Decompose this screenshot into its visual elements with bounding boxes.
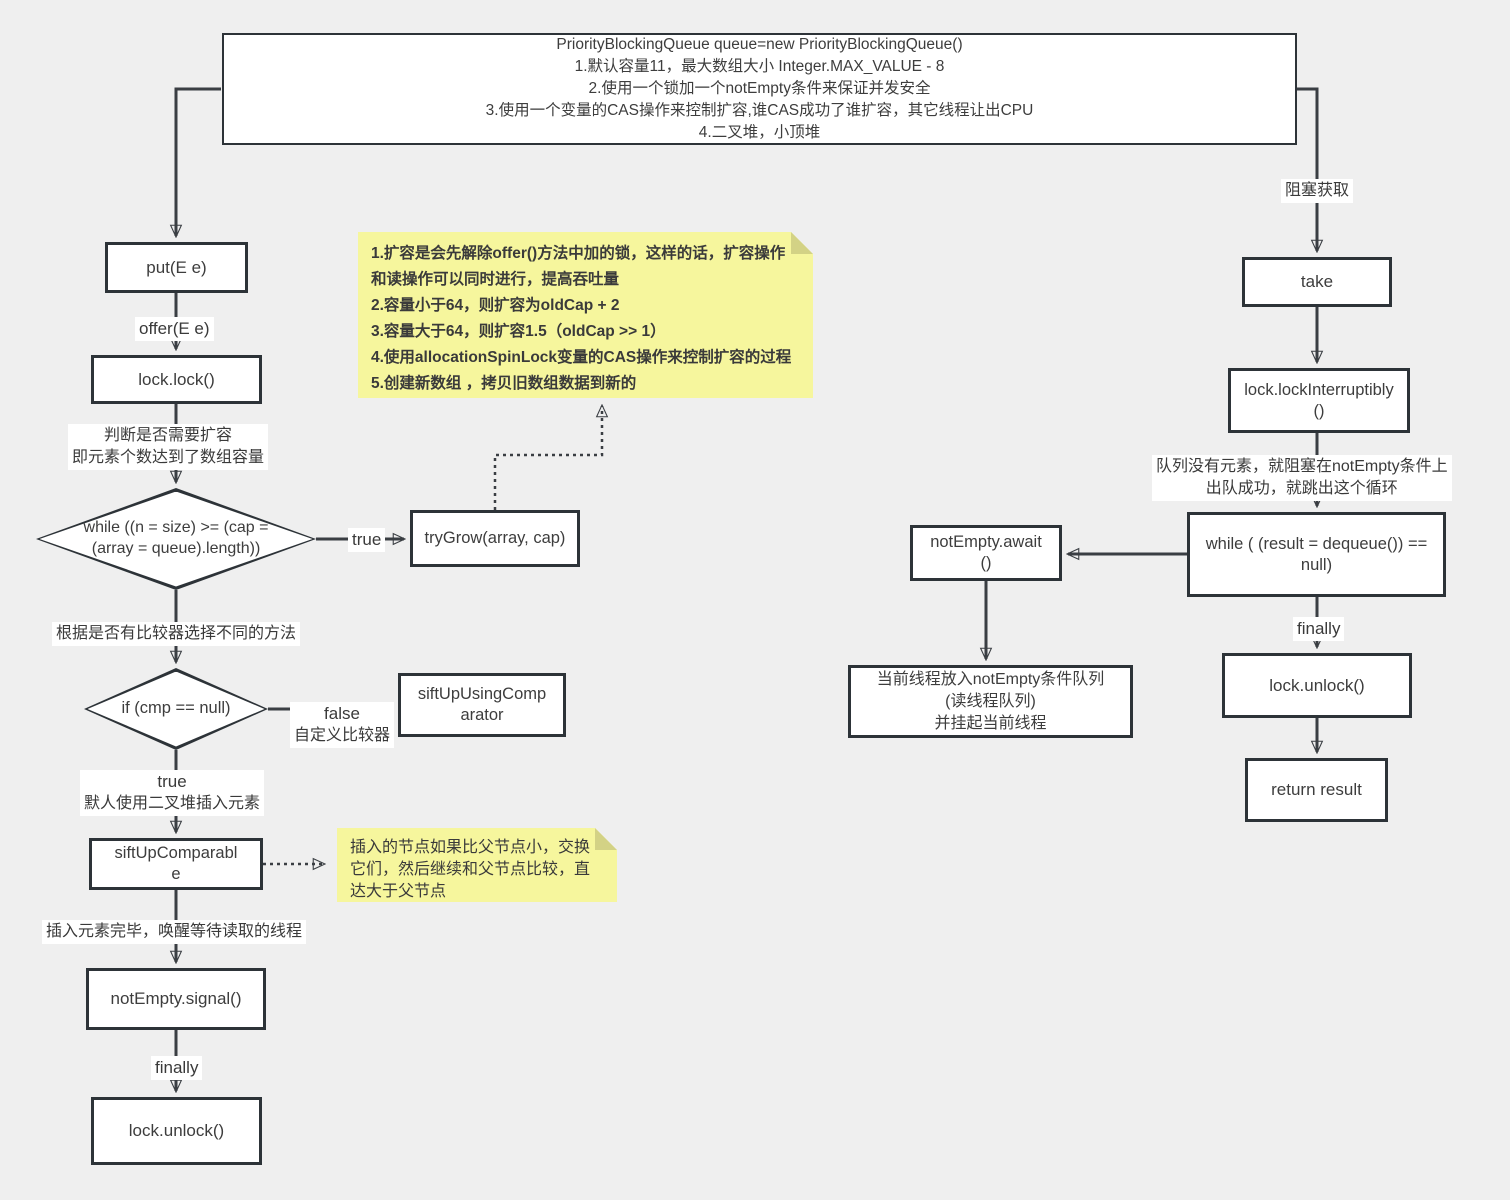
- if-cmp-diamond: if (cmp == null): [84, 668, 268, 750]
- not-empty-await-box: notEmpty.await(): [910, 525, 1062, 581]
- queue-empty-line1: 队列没有元素，就阻塞在notEmpty条件上: [1156, 458, 1448, 475]
- header-title-line: 3.使用一个变量的CAS操作来控制扩容,谁CAS成功了谁扩容，其它线程让出CPU: [485, 102, 1034, 119]
- true-label: true: [348, 528, 386, 552]
- grow-note: 1.扩容是会先解除offer()方法中加的锁，这样的话，扩容操作和读操作可以同时…: [358, 232, 813, 398]
- queue-empty-line2: 出队成功，就跳出这个循环: [1205, 480, 1398, 497]
- try-grow-box: tryGrow(array, cap): [410, 510, 580, 567]
- sift-note-text: 插入的节点如果比父节点小，交换它们，然后继续和父节点比较，直达大于父节点: [350, 839, 591, 900]
- queue-empty-label: 队列没有元素，就阻塞在notEmpty条件上 出队成功，就跳出这个循环: [1152, 455, 1452, 501]
- not-empty-signal-box: notEmpty.signal(): [86, 968, 266, 1030]
- grow-note-item: 3.容量大于64，则扩容1.5（oldCap >> 1）: [371, 323, 666, 340]
- grow-note-item: 2.容量小于64，则扩容为oldCap + 2: [371, 297, 620, 314]
- grow-note-item: 4.使用allocationSpinLock变量的CAS操作来控制扩容的过程: [371, 349, 792, 366]
- header-title-line: 4.二叉堆，小顶堆: [698, 124, 821, 141]
- enqueue-thread-box: 当前线程放入notEmpty条件队列 (读线程队列) 并挂起当前线程: [848, 665, 1133, 738]
- lock-interruptibly-box: lock.lockInterruptibly(): [1228, 368, 1410, 433]
- if-cmp-diamond-text: if (cmp == null): [87, 671, 265, 747]
- expand-check-line1: 判断是否需要扩容: [104, 427, 233, 444]
- default-heap-label: 默人使用二叉堆插入元素: [84, 795, 261, 812]
- expand-check-line2: 即元素个数达到了数组容量: [72, 449, 265, 466]
- enqueue-thread-line1: 当前线程放入notEmpty条件队列: [876, 670, 1105, 688]
- header-summary-box: PriorityBlockingQueue queue=new Priority…: [222, 33, 1297, 145]
- false-label-text: false: [324, 704, 360, 723]
- while-grow-diamond-text: while ((n = size) >= (cap = (array = que…: [39, 491, 313, 587]
- blocking-take-label: 阻塞获取: [1281, 179, 1354, 203]
- arrow-header-to-put: [176, 87, 221, 236]
- sift-up-using-comparator-box: siftUpUsingComparator: [398, 673, 566, 737]
- sift-note: 插入的节点如果比父节点小，交换它们，然后继续和父节点比较，直达大于父节点: [337, 828, 617, 902]
- while-grow-diamond: while ((n = size) >= (cap = (array = que…: [36, 488, 316, 590]
- return-result-box: return result: [1245, 758, 1388, 822]
- put-box: put(E e): [105, 242, 248, 293]
- lock-unlock-box-left: lock.unlock(): [91, 1097, 262, 1165]
- insert-done-label: 插入元素完毕，唤醒等待读取的线程: [42, 920, 307, 944]
- custom-comparator-label: 自定义比较器: [294, 727, 391, 744]
- grow-note-item: 1.扩容是会先解除offer()方法中加的锁，这样的话，扩容操作和读操作可以同时…: [371, 245, 786, 288]
- expand-check-label: 判断是否需要扩容 即元素个数达到了数组容量: [68, 424, 269, 470]
- arrow-header-to-take: [1297, 87, 1317, 251]
- lock-lock-box: lock.lock(): [91, 355, 262, 404]
- finally-label-right: finally: [1293, 617, 1345, 641]
- true-default-heap-label: true 默人使用二叉堆插入元素: [80, 770, 265, 816]
- header-title-line: 1.默认容量11，最大数组大小 Integer.MAX_VALUE - 8: [574, 58, 945, 75]
- dotted-arrow-trygrow-to-note: [493, 406, 602, 510]
- grow-note-item: 5.创建新数组 ，拷贝旧数组数据到新的: [371, 375, 637, 392]
- comparator-choice-label: 根据是否有比较器选择不同的方法: [52, 622, 301, 646]
- header-title-line: 2.使用一个锁加一个notEmpty条件来保证并发安全: [588, 80, 931, 97]
- while-dequeue-box: while ( (result = dequeue()) == null): [1187, 512, 1446, 597]
- false-label: false 自定义比较器: [290, 702, 395, 748]
- true-label2-text: true: [157, 772, 187, 791]
- grow-note-background: [358, 232, 813, 398]
- header-title-line: PriorityBlockingQueue queue=new Priority…: [556, 36, 963, 53]
- sift-note-background: [337, 828, 617, 902]
- offer-label: offer(E e): [135, 317, 214, 341]
- sift-up-comparable-box: siftUpComparable: [89, 838, 263, 890]
- enqueue-thread-line2: (读线程队列): [945, 692, 1036, 710]
- finally-label-left: finally: [151, 1056, 203, 1080]
- take-box: take: [1242, 257, 1392, 307]
- lock-unlock-box-right: lock.unlock(): [1222, 653, 1412, 718]
- enqueue-thread-line3: 并挂起当前线程: [934, 714, 1047, 732]
